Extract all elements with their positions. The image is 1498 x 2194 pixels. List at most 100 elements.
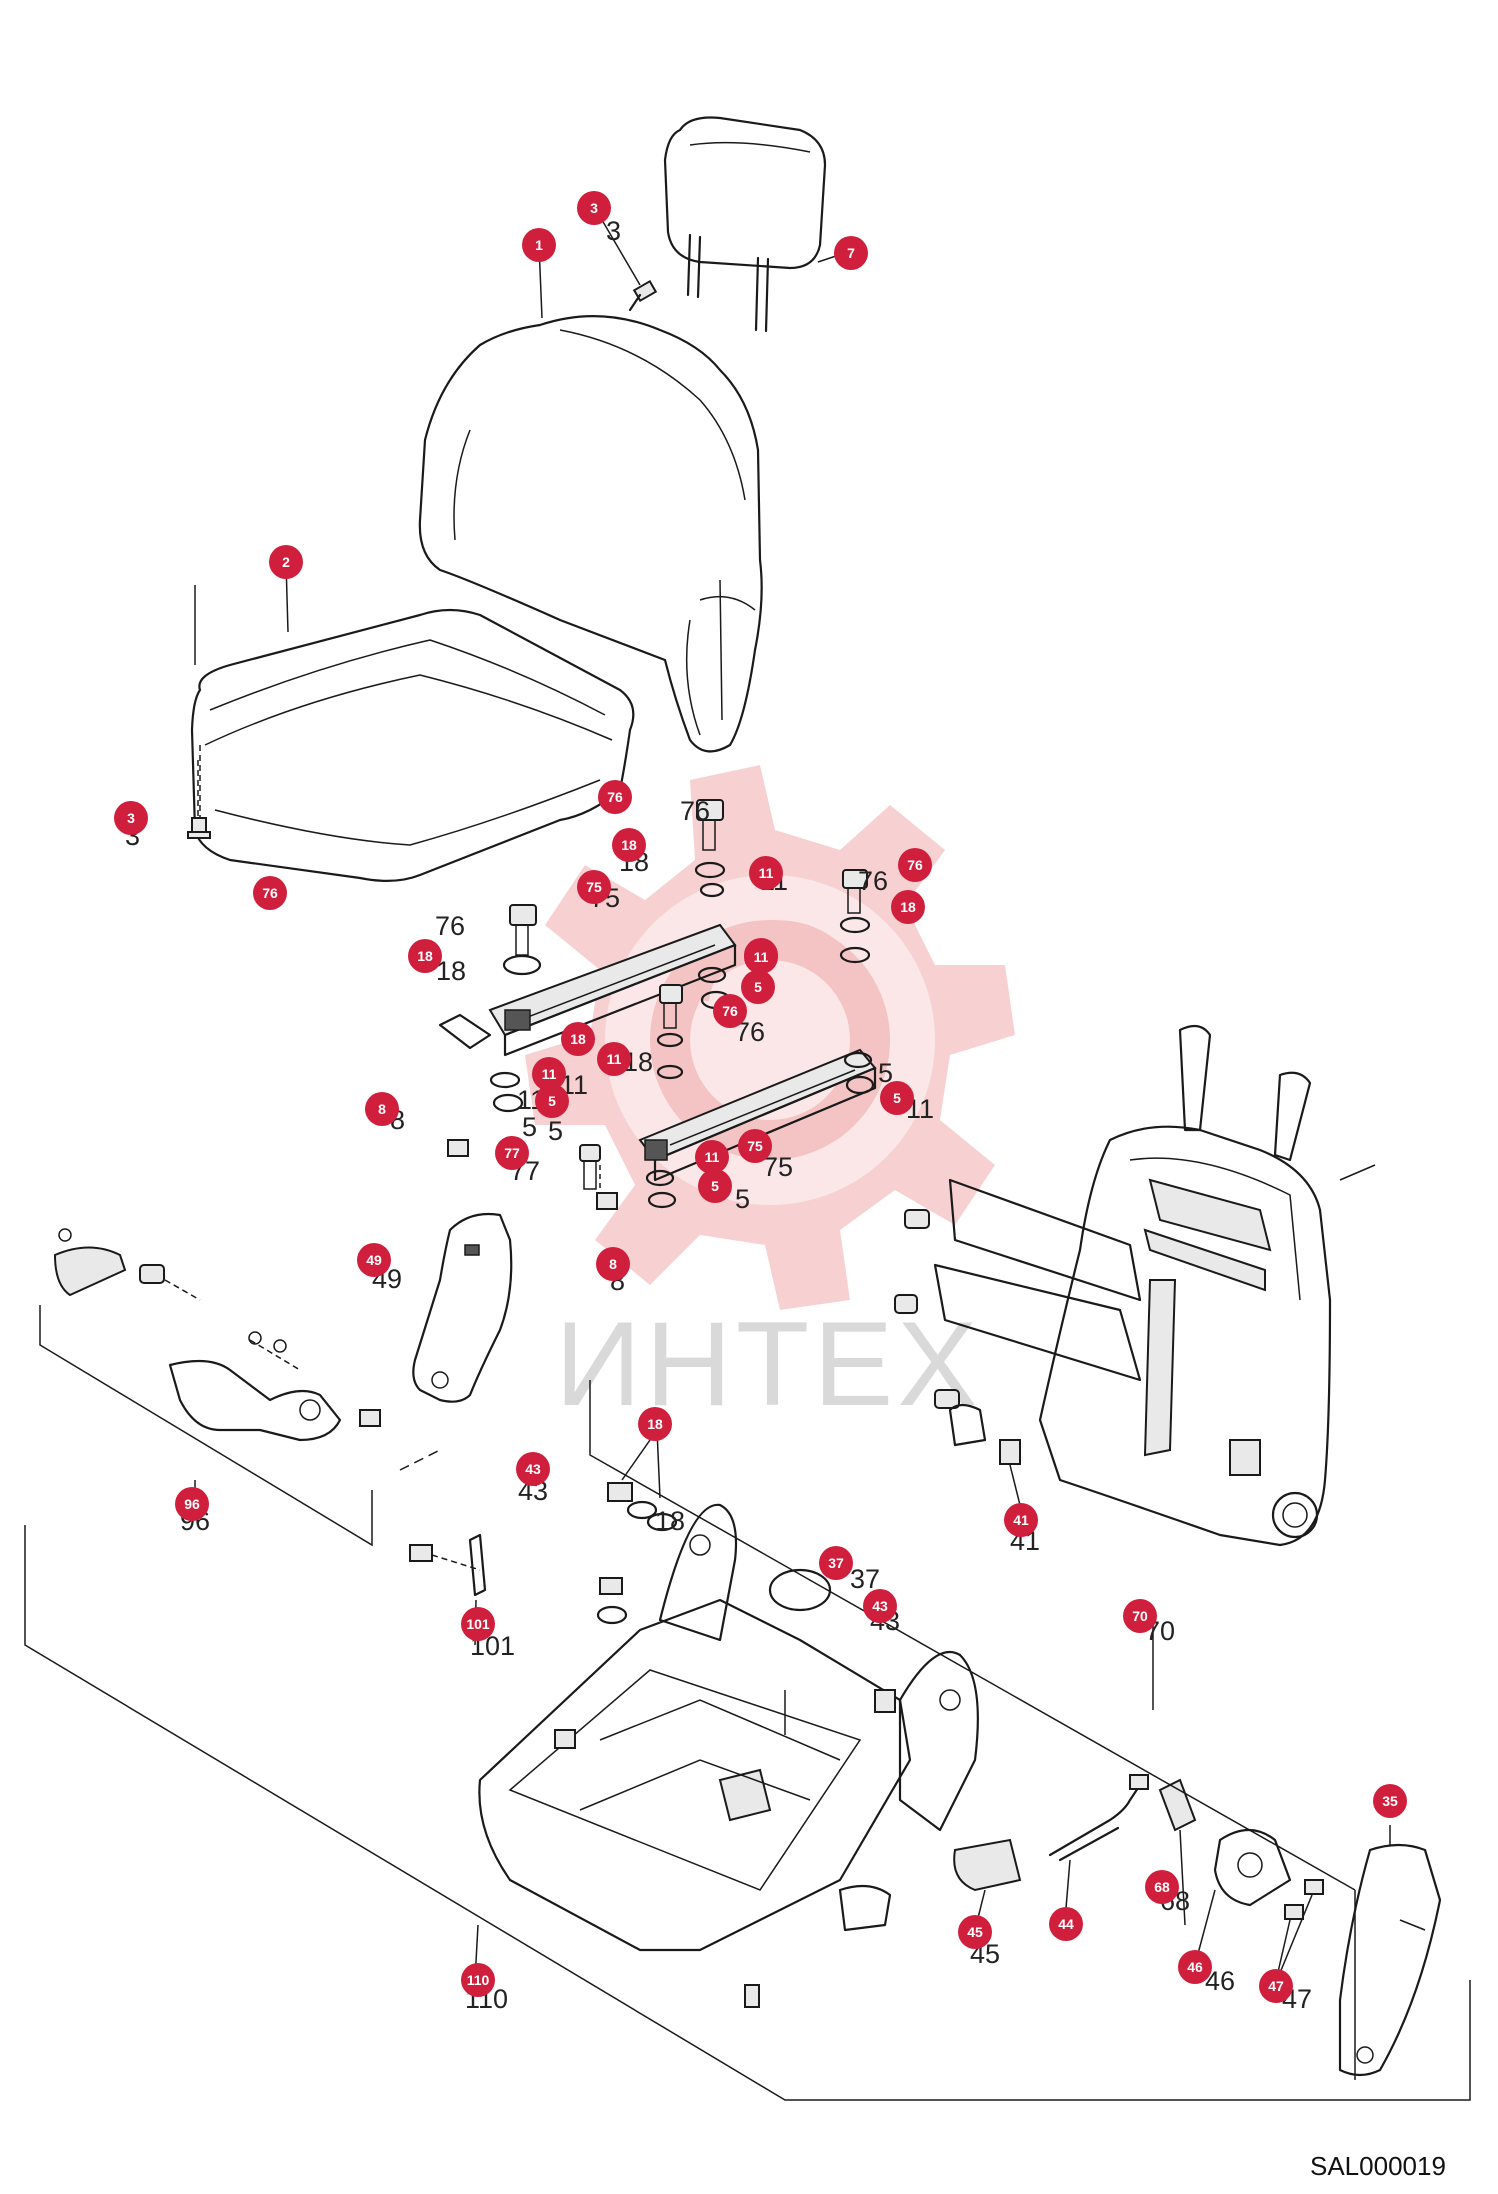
callout-badge[interactable]: 76 [898,848,932,882]
callout-circle[interactable] [958,1915,992,1949]
callout-circle[interactable] [1049,1907,1083,1941]
callout-badge[interactable]: 11 [744,940,778,974]
callout-badge[interactable]: 70 [1123,1599,1157,1633]
callout-badge[interactable]: 7 [834,236,868,270]
plain-label: 37 [850,1564,880,1594]
callout-circle[interactable] [114,801,148,835]
callout-circle[interactable] [253,876,287,910]
callout-label: 3 [127,810,135,826]
mechanism-46 [1213,1828,1292,1907]
callout-circle[interactable] [577,870,611,904]
callout-circle[interactable] [1178,1950,1212,1984]
callout-badge[interactable]: 68 [1145,1870,1179,1904]
callout-badge[interactable]: 3 [577,191,611,225]
callout-badge[interactable]: 96 [175,1487,209,1521]
callout-label: 47 [1268,1978,1284,1994]
callout-badge[interactable]: 35 [1373,1784,1407,1818]
callout-badge[interactable]: 18 [561,1022,595,1056]
callout-badge[interactable]: 18 [638,1407,672,1441]
callout-badge[interactable]: 2 [269,545,303,579]
callout-badge[interactable]: 5 [741,970,775,1004]
callout-circle[interactable] [357,1243,391,1277]
callout-circle[interactable] [744,940,778,974]
plain-label: 76 [435,911,465,941]
callout-circle[interactable] [522,228,556,262]
callout-circle[interactable] [597,1042,631,1076]
callout-circle[interactable] [461,1607,495,1641]
callout-circle[interactable] [638,1407,672,1441]
callout-circle[interactable] [695,1140,729,1174]
bracket-96 [39,1305,373,1547]
callout-badge[interactable]: 75 [577,870,611,904]
callout-badge[interactable]: 44 [1049,1907,1083,1941]
callout-badge[interactable]: 41 [1004,1503,1038,1537]
callout-circle[interactable] [1145,1870,1179,1904]
callout-circle[interactable] [834,236,868,270]
callout-circle[interactable] [1123,1599,1157,1633]
callout-label: 7 [847,245,855,261]
callout-circle[interactable] [495,1136,529,1170]
callout-circle[interactable] [1004,1503,1038,1537]
callout-badge[interactable]: 18 [891,890,925,924]
callout-label: 5 [754,979,762,995]
bracket-110 [24,1525,1471,2101]
callout-circle[interactable] [516,1452,550,1486]
callout-circle[interactable] [898,848,932,882]
callout-badge[interactable]: 43 [863,1589,897,1623]
callout-badge[interactable]: 5 [880,1081,914,1115]
knob-68 [1158,1778,1197,1832]
callout-badge[interactable]: 77 [495,1136,529,1170]
callout-label: 8 [378,1101,386,1117]
callout-circle[interactable] [819,1546,853,1580]
callout-badge[interactable]: 11 [749,856,783,890]
callout-circle[interactable] [365,1092,399,1126]
callout-circle[interactable] [749,856,783,890]
callout-badge[interactable]: 110 [461,1963,495,1997]
callout-circle[interactable] [1373,1784,1407,1818]
callout-circle[interactable] [1259,1969,1293,2003]
callout-circle[interactable] [698,1169,732,1203]
callout-circle[interactable] [175,1487,209,1521]
callout-circle[interactable] [535,1084,569,1118]
callout-badge[interactable]: 1 [522,228,556,262]
callout-badge[interactable]: 18 [612,828,646,862]
callout-circle[interactable] [863,1589,897,1623]
callout-badge[interactable]: 76 [253,876,287,910]
callout-circle[interactable] [461,1963,495,1997]
plain-label: 5 [548,1116,563,1146]
callout-label: 1 [535,237,543,253]
callout-badge[interactable]: 11 [597,1042,631,1076]
callout-badge[interactable]: 5 [535,1084,569,1118]
callout-badge[interactable]: 5 [698,1169,732,1203]
callout-circle[interactable] [713,994,747,1028]
callout-circle[interactable] [408,939,442,973]
callout-badge[interactable]: 8 [365,1092,399,1126]
callout-badge[interactable]: 11 [695,1140,729,1174]
callout-circle[interactable] [741,970,775,1004]
callout-badge[interactable]: 47 [1259,1969,1293,2003]
callout-circle[interactable] [738,1129,772,1163]
callout-badge[interactable]: 43 [516,1452,550,1486]
callout-badge[interactable]: 3 [114,801,148,835]
callout-badge[interactable]: 45 [958,1915,992,1949]
callout-circle[interactable] [880,1081,914,1115]
callout-circle[interactable] [596,1247,630,1281]
callout-circle[interactable] [269,545,303,579]
callout-badge[interactable]: 101 [461,1607,495,1641]
callout-circle[interactable] [598,780,632,814]
callout-circle[interactable] [577,191,611,225]
callout-badge[interactable]: 76 [598,780,632,814]
callout-badge[interactable]: 37 [819,1546,853,1580]
callout-badge[interactable]: 11 [532,1057,566,1091]
callout-circle[interactable] [612,828,646,862]
callout-circle[interactable] [561,1022,595,1056]
callout-badge[interactable]: 46 [1178,1950,1212,1984]
callout-badge[interactable]: 8 [596,1247,630,1281]
callout-circle[interactable] [532,1057,566,1091]
callout-badge[interactable]: 18 [408,939,442,973]
callout-circle[interactable] [891,890,925,924]
plain-label: 5 [522,1112,537,1142]
callout-badge[interactable]: 76 [713,994,747,1028]
callout-badge[interactable]: 49 [357,1243,391,1277]
callout-badge[interactable]: 75 [738,1129,772,1163]
